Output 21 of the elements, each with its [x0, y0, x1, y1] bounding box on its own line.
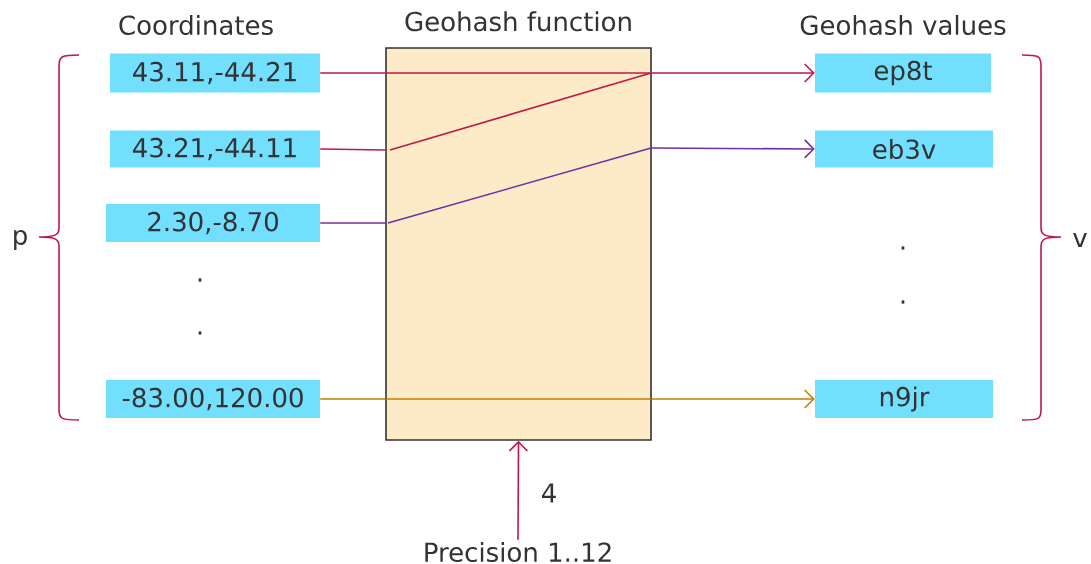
coordinate-box: -83.00,120.00: [106, 380, 320, 418]
label: .: [901, 300, 905, 304]
label: .: [901, 246, 905, 250]
coordinate-box: 43.21,-44.11: [110, 130, 320, 168]
label: v: [1073, 232, 1087, 248]
arrow: [651, 389, 815, 409]
function-box: Geohash function: [385, 11, 652, 441]
value-box: ep8t: [815, 53, 991, 93]
value-box: eb3v: [815, 130, 993, 168]
edge-label: 4: [542, 483, 556, 503]
label: .: [198, 278, 202, 282]
coordinate-box: 2.30,-8.70: [106, 204, 320, 242]
value-box: n9jr: [815, 380, 993, 418]
node-label: Geohash function: [405, 11, 631, 32]
arrow: [650, 139, 815, 159]
label: p: [14, 230, 27, 250]
arrow: [508, 440, 529, 541]
label: .: [198, 331, 202, 335]
node-text: Precision 1..12: [425, 541, 611, 563]
arrow: [651, 63, 815, 83]
coordinate-box: 43.11,-44.21: [110, 53, 320, 93]
